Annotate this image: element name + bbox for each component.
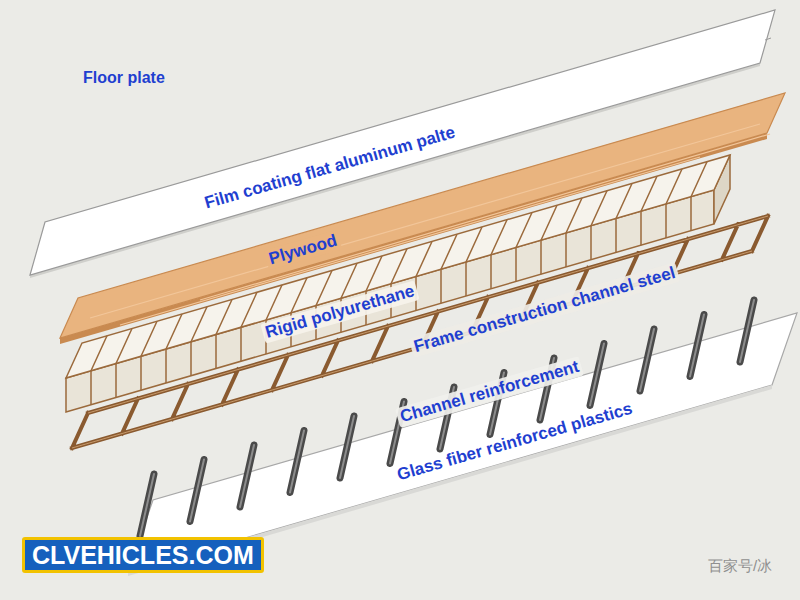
logo-text: CLVEHICLES.COM [32,541,254,569]
logo-box: CLVEHICLES.COM [22,537,264,573]
callout-label: Floor plate [80,68,168,88]
floor-plate-sheet [30,10,775,275]
watermark: 百家号/冰 [705,556,775,576]
plate-mark [765,38,771,40]
